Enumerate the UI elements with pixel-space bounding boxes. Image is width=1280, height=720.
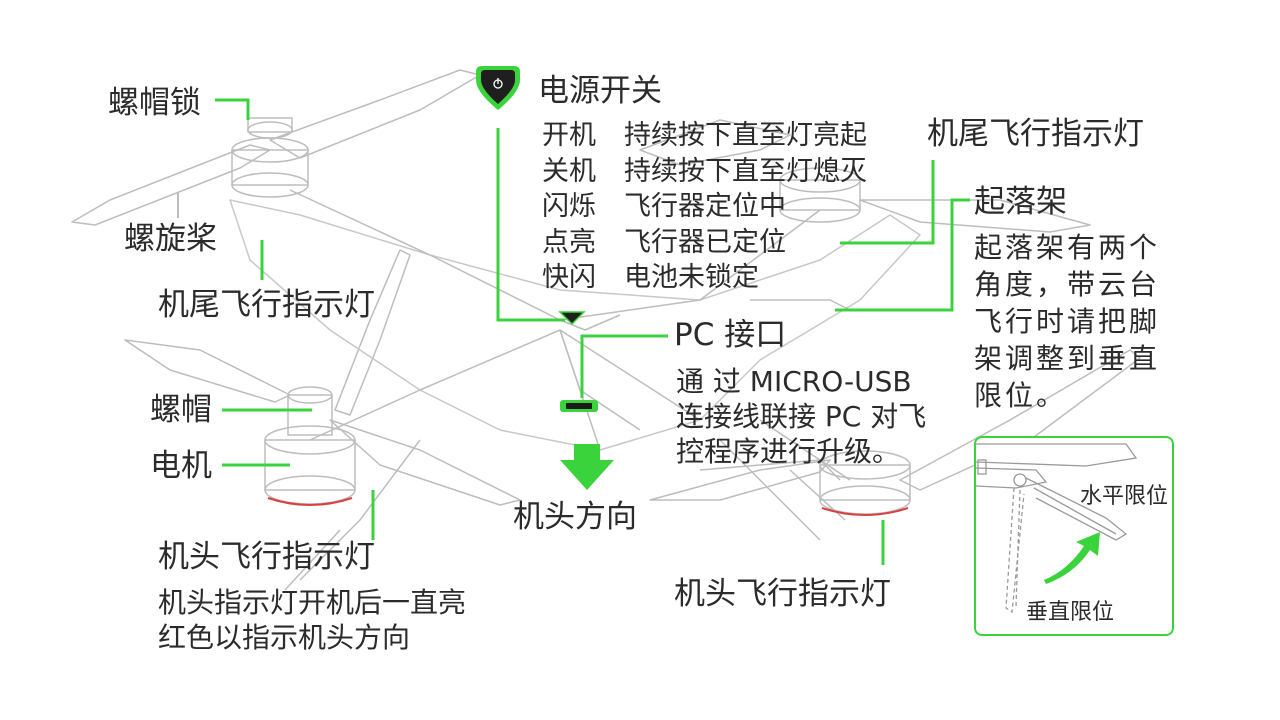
head-light-right-label: 机头飞行指示灯 (674, 576, 891, 612)
power-state-row: 开机持续按下直至灯亮起 (542, 120, 867, 151)
head-light-note-line-2: 红色以指示机头方向 (158, 621, 411, 654)
inset-horizontal-label: 水平限位 (1080, 484, 1169, 509)
head-light-left-strip (267, 497, 353, 506)
power-switch-leader (496, 128, 565, 322)
power-state-table: 开机持续按下直至灯亮起 关机持续按下直至灯熄灭 闪烁飞行器定位中 点亮飞行器已定… (542, 118, 867, 296)
usb-port-icon (560, 400, 598, 412)
landing-gear-legs (299, 439, 421, 581)
head-light-left-label: 机头飞行指示灯 (158, 539, 375, 575)
head-light-note-line-1: 机头指示灯开机后一直亮 (158, 586, 467, 619)
tail-light-left-label: 机尾飞行指示灯 (158, 287, 375, 323)
head-direction-label: 机头方向 (513, 499, 637, 535)
pc-port-leader (580, 334, 668, 398)
body-power-button-icon (558, 311, 586, 326)
head-direction-arrow-icon (560, 444, 614, 490)
pc-port-note-line-1: 通 过 MICRO-USB (676, 365, 912, 398)
power-state-row: 点亮飞行器已定位 (542, 226, 786, 258)
rotate-arrow-icon (1044, 532, 1100, 584)
pc-port-note-line-2: 连接线联接 PC 对飞 (676, 400, 927, 433)
landing-gear-note: 起落架有两个角度，带云台飞行时请把脚架调整到垂直限位。 (974, 231, 1161, 412)
nut-lock-leader (215, 98, 250, 120)
landing-gear-label: 起落架 (974, 184, 1067, 220)
nut-lock-label: 螺帽锁 (108, 85, 201, 121)
propeller-bottom-left (124, 339, 291, 403)
pc-port-label: PC 接口 (674, 317, 787, 353)
tail-light-right-label: 机尾飞行指示灯 (927, 116, 1144, 152)
propeller-label: 螺旋桨 (124, 221, 217, 257)
motor-label: 电机 (150, 448, 212, 484)
landing-gear-leader (835, 198, 970, 312)
drone-body (229, 199, 921, 451)
landing-gear-inset: 水平限位 垂直限位 (974, 436, 1174, 636)
power-state-row: 闪烁飞行器定位中 (542, 191, 786, 222)
pc-port-note-line-3: 控程序进行升级。 (676, 435, 901, 468)
power-state-row: 关机持续按下直至灯熄灭 (542, 155, 867, 187)
power-button-icon (476, 66, 520, 110)
power-state-row: 快闪电池未锁定 (542, 262, 759, 293)
head-light-right-strip (821, 507, 909, 516)
power-switch-label: 电源开关 (538, 73, 662, 109)
inset-vertical-label: 垂直限位 (1026, 600, 1115, 625)
landing-gear-inset-drawing (976, 443, 1138, 614)
nut-label: 螺帽 (150, 392, 212, 428)
propeller-top-right (639, 119, 791, 166)
tail-light-right-leader (840, 160, 935, 245)
